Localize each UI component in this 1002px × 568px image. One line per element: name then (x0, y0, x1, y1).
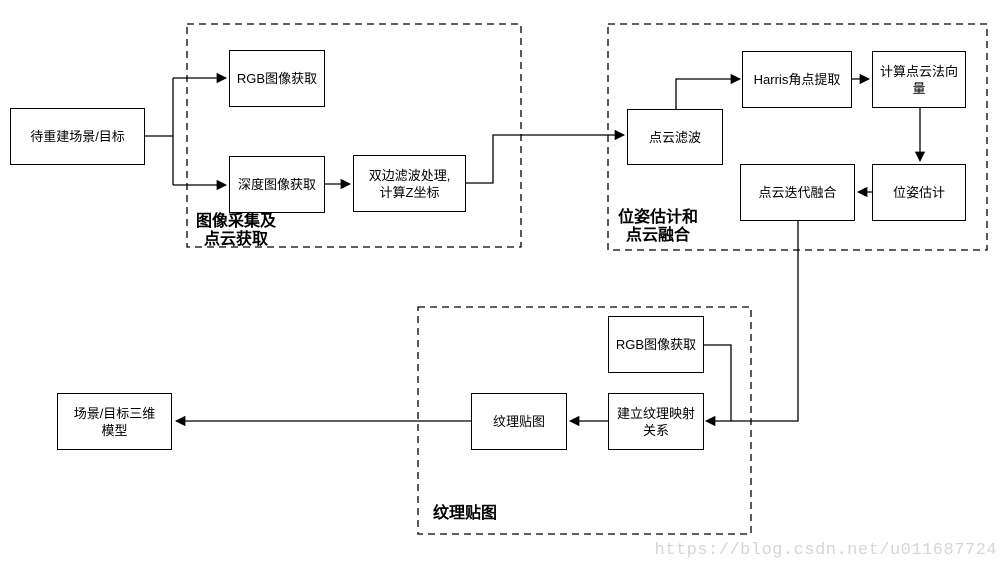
node-normal-vector: 计算点云法向 量 (872, 51, 966, 108)
group-label-texturing: 纹理贴图 (432, 505, 497, 522)
watermark-url: https://blog.csdn.net/u011687724 (654, 541, 997, 560)
group-label-pose-fusion: 位姿估计和 点云融合 (617, 209, 698, 244)
node-iterative-fusion: 点云迭代融合 (740, 164, 855, 221)
node-final-model: 场景/目标三维 模型 (57, 393, 172, 450)
node-rgb-capture-top: RGB图像获取 (229, 50, 325, 107)
node-texture-mapping: 纹理贴图 (471, 393, 567, 450)
connector-bilateral-to-pcfilter (466, 129, 626, 184)
node-pose-estimation: 位姿估计 (872, 164, 966, 221)
node-rgb-capture-bottom: RGB图像获取 (608, 316, 704, 373)
group-label-acquisition: 图像采集及 点云获取 (195, 213, 276, 248)
connector-rgbbottom-join (704, 344, 732, 421)
connector-pcfilter-to-harris (675, 73, 742, 109)
node-start: 待重建场景/目标 (10, 108, 145, 165)
node-pointcloud-filter: 点云滤波 (627, 109, 723, 165)
node-texture-mapping-relation: 建立纹理映射 关系 (608, 393, 704, 450)
node-bilateral-filter: 双边滤波处理, 计算Z坐标 (353, 155, 466, 212)
connector-fusion-to-texrelation (704, 221, 799, 427)
node-harris-corner: Harris角点提取 (742, 51, 852, 108)
node-depth-capture: 深度图像获取 (229, 156, 325, 213)
